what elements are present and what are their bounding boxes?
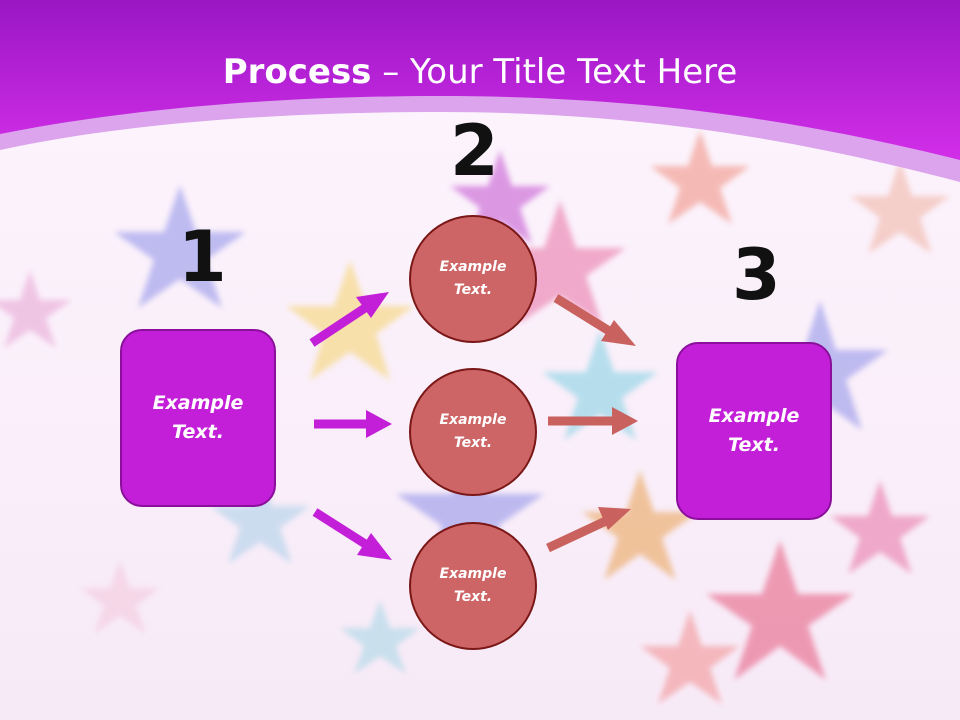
star-decoration	[640, 610, 740, 704]
star-decoration	[582, 470, 698, 580]
star-decoration	[450, 150, 550, 244]
step-number-1: 1	[178, 216, 227, 298]
arrow-to-middle-circle	[314, 410, 392, 438]
process-circle-top: Example Text.	[409, 215, 537, 343]
star-decoration	[850, 160, 950, 254]
star-decoration	[830, 480, 930, 574]
arrow-from-bottom-circle	[546, 507, 631, 553]
circle-label: Example Text.	[439, 259, 507, 298]
star-decoration	[210, 470, 310, 564]
slide-title: Process – Your Title Text Here	[0, 52, 960, 92]
process-circle-bottom: Example Text.	[409, 522, 537, 650]
arrow-from-top-circle	[553, 294, 636, 346]
star-decoration	[650, 130, 750, 224]
star-decoration	[0, 270, 72, 348]
input-box-label: Example Text.	[152, 392, 244, 443]
circle-label: Example Text.	[439, 412, 507, 451]
output-box: Example Text.	[676, 342, 832, 520]
step-number-2: 2	[450, 110, 499, 192]
header-band	[0, 0, 960, 160]
star-decoration	[80, 560, 160, 634]
star-decoration	[706, 540, 854, 680]
step-number-3: 3	[732, 234, 781, 316]
star-decoration	[114, 185, 246, 308]
title-bold: Process	[222, 52, 372, 92]
star-decoration	[396, 440, 544, 580]
star-decoration	[340, 600, 420, 674]
output-box-label: Example Text.	[708, 405, 800, 456]
input-box: Example Text.	[120, 329, 276, 507]
star-decoration	[542, 330, 658, 440]
arrow-to-top-circle	[309, 292, 389, 347]
process-circle-middle: Example Text.	[409, 368, 537, 496]
circle-label: Example Text.	[439, 566, 507, 605]
star-decoration	[494, 200, 626, 324]
arrow-to-bottom-circle	[312, 508, 392, 560]
arrow-from-middle-circle	[548, 407, 638, 435]
title-rest: – Your Title Text Here	[371, 52, 738, 92]
